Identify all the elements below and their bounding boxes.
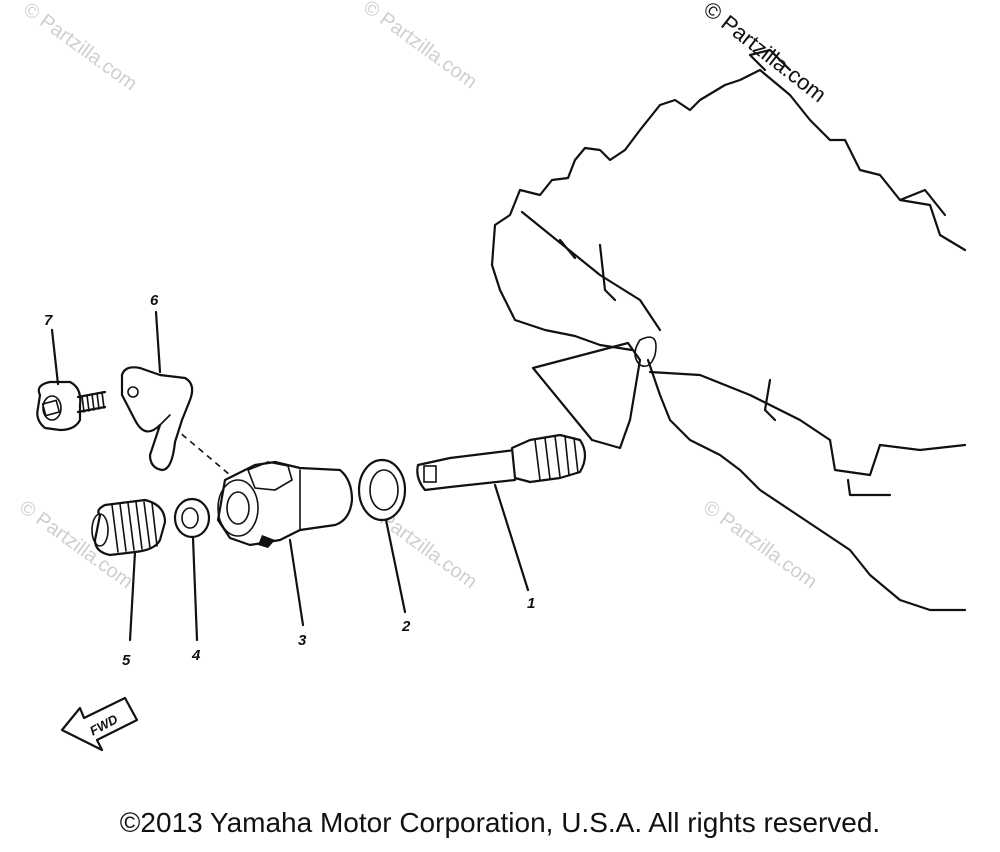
callout-number: 1 bbox=[527, 595, 535, 612]
copyright-notice: ©2013 Yamaha Motor Corporation, U.S.A. A… bbox=[119, 807, 881, 838]
forward-arrow-icon: FWD bbox=[60, 696, 139, 752]
part-7-bolt bbox=[36, 380, 107, 432]
callout-number: 7 bbox=[44, 312, 53, 329]
watermark: © Partzilla.com bbox=[359, 0, 481, 93]
callout-number: 5 bbox=[122, 652, 131, 669]
callout-number: 2 bbox=[401, 618, 411, 635]
part-5-plug bbox=[91, 498, 167, 557]
part-6-plate bbox=[120, 366, 194, 472]
watermark-dark: © Partzilla.com bbox=[699, 0, 831, 107]
callout-number: 6 bbox=[150, 292, 159, 309]
leader-lines bbox=[50, 310, 530, 642]
watermark: © Partzilla.com bbox=[699, 496, 821, 593]
part-2-seal bbox=[357, 458, 407, 522]
callout-labels: 1 2 3 4 5 6 7 bbox=[44, 292, 535, 669]
callout-number: 3 bbox=[298, 632, 307, 649]
watermark: © Partzilla.com bbox=[19, 0, 141, 95]
part-4-washer bbox=[173, 497, 211, 539]
part-3-housing bbox=[216, 460, 354, 548]
callout-number: 4 bbox=[191, 647, 201, 664]
part-1-gear-shaft bbox=[416, 433, 587, 492]
housing-pointer-line bbox=[531, 341, 642, 450]
